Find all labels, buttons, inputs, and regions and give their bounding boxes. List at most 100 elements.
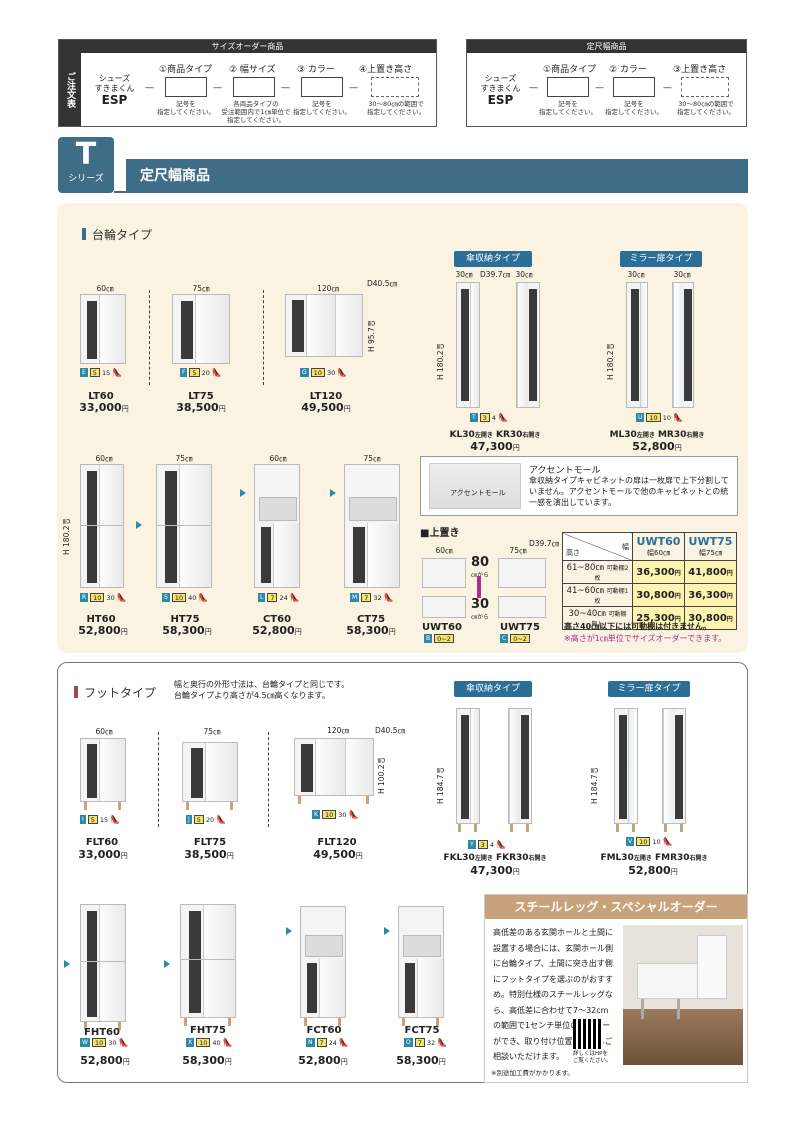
price-ct75: 58,300円 xyxy=(346,624,396,637)
price-ml30: 52,800円 xyxy=(632,440,682,453)
price-fkl30: 47,300円 xyxy=(470,864,520,877)
name-ht60: HT60 xyxy=(86,614,116,625)
order-fixed-step-1: ①商品タイプ xyxy=(543,65,597,75)
price-fht60: 52,800円 xyxy=(80,1054,130,1067)
cabinet-fkr30 xyxy=(508,708,532,824)
order-fixed-input-type[interactable] xyxy=(547,77,589,97)
dim-ht60-w: 60㎝ xyxy=(95,454,113,463)
name-flt120: FLT120 xyxy=(317,837,357,848)
price-flt75: 38,500円 xyxy=(184,848,234,861)
series-title: 定尺幅商品 xyxy=(126,159,748,193)
dim-ml-h: H 180.2㎝ xyxy=(606,343,615,380)
name-uwt60: UWT60 xyxy=(422,622,462,633)
price-fml30: 52,800円 xyxy=(628,864,678,877)
dim-ht60-h: H 180.2㎝ xyxy=(62,518,71,555)
cabinet-fht60 xyxy=(80,904,126,1022)
order-fixed-note-1: 記号を指定してください。 xyxy=(538,100,598,116)
order-input-height[interactable] xyxy=(371,77,419,97)
top-unit-uwt60-tall xyxy=(422,558,466,588)
price-ht60: 52,800円 xyxy=(78,624,128,637)
cabinet-lt120 xyxy=(285,294,363,357)
name-lt60: LT60 xyxy=(88,391,114,402)
accent-mall-box: アクセントモール アクセントモール 傘収納タイプキャビネットの扉は一枚扉で上下分… xyxy=(420,456,738,516)
cabinet-fct75 xyxy=(398,906,444,1018)
order-size-header: サイズオーダー商品 xyxy=(59,40,436,53)
cabinet-fht75 xyxy=(180,904,236,1018)
dim-lt120-h: H 95.7㎝ xyxy=(367,319,376,352)
dim-flt120-h: H 100.2㎝ xyxy=(377,757,386,794)
steel-leg-photo xyxy=(623,925,743,1065)
cabinet-ct75 xyxy=(344,464,400,588)
series-badge: T シリーズ xyxy=(58,137,114,193)
name-ct60: CT60 xyxy=(262,614,292,625)
price-flt120: 49,500円 xyxy=(313,848,363,861)
height-80: 80㎝から xyxy=(470,555,490,580)
order-fixed-input-height[interactable] xyxy=(681,77,729,97)
foot-title: フットタイプ xyxy=(74,684,156,701)
tag-mirror: ミラー扉タイプ xyxy=(620,251,702,267)
name-fct60: FCT60 xyxy=(306,1025,342,1036)
dim-fml-h: H 184.7㎝ xyxy=(590,767,599,804)
dim-ml-w2: 30㎝ xyxy=(673,270,691,279)
name-flt75: FLT75 xyxy=(193,837,227,848)
qr-code-icon[interactable] xyxy=(573,1019,603,1049)
dim-kl-h: H 180.2㎝ xyxy=(436,343,445,380)
top-unit-title: ■上置き xyxy=(420,528,460,539)
cabinet-lt75 xyxy=(172,294,230,364)
shoe-icon: 👠 xyxy=(112,368,123,377)
order-fixed-step-2: ② カラー xyxy=(609,65,647,75)
price-lt120: 49,500円 xyxy=(301,401,351,414)
order-fixed-note-3: 30～80㎝の範囲で指定してください。 xyxy=(676,100,736,116)
height-arrow xyxy=(477,576,481,598)
steel-leg-note: ※別途加工費がかかります。 xyxy=(491,1069,574,1077)
name-lt120: LT120 xyxy=(309,391,343,402)
price-table-note-1: 高さ40㎝以下には可動棚は付きません。 xyxy=(564,622,711,631)
price-lt75: 38,500円 xyxy=(176,401,226,414)
name-ct75: CT75 xyxy=(356,614,386,625)
order-side-label: ご注文表 xyxy=(59,53,81,126)
order-note-1: 記号を指定してください。 xyxy=(156,100,216,116)
steel-leg-box: スチールレッグ・スペシャルオーダー 高低差のある玄関ホールと土間に設置する場合に… xyxy=(484,894,748,1083)
cabinet-fct60 xyxy=(300,906,346,1018)
order-input-type[interactable] xyxy=(165,77,207,97)
dim-fkl-h: H 184.7㎝ xyxy=(436,767,445,804)
cabinet-fmr30 xyxy=(662,708,686,824)
name-ht75: HT75 xyxy=(170,614,200,625)
cabinet-ml30 xyxy=(626,282,648,408)
dim-ht75-w: 75㎝ xyxy=(175,454,193,463)
cabinet-ct60 xyxy=(254,464,300,588)
order-fixed-input-color[interactable] xyxy=(613,77,655,97)
cabinet-flt60 xyxy=(80,738,126,802)
dim-kl-w1: 30㎝ xyxy=(455,270,473,279)
cabinet-flt120 xyxy=(294,738,374,796)
dim-lt120-d: D40.5㎝ xyxy=(367,279,397,288)
order-input-color[interactable] xyxy=(301,77,343,97)
order-step-2: ② 幅サイズ xyxy=(229,65,276,75)
price-ct60: 52,800円 xyxy=(252,624,302,637)
dim-ct75-w: 75㎝ xyxy=(363,454,381,463)
price-kl30: 47,300円 xyxy=(470,440,520,453)
order-fixed-step-3: ③上置き高さ xyxy=(673,65,727,75)
dim-ct60-w: 60㎝ xyxy=(269,454,287,463)
order-input-width[interactable] xyxy=(233,77,275,97)
dim-uwt75-w: 75㎝ xyxy=(509,546,527,555)
foot-desc: 幅と奥行の外形寸法は、台輪タイプと同じです。台輪タイプより高さが4.5㎝高くなり… xyxy=(174,680,350,700)
